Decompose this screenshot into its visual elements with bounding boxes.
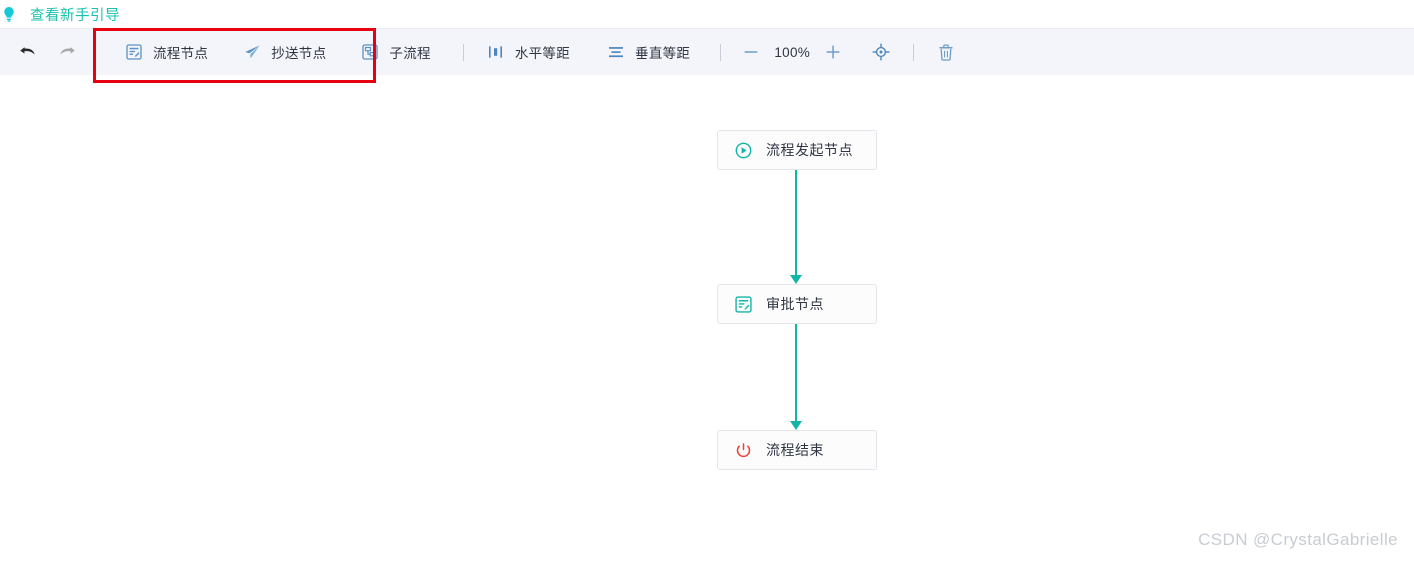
delete-button[interactable]	[932, 38, 960, 66]
add-cc-node-button[interactable]: 抄送节点	[236, 36, 332, 68]
guide-link-label[interactable]: 查看新手引导	[30, 7, 120, 24]
add-sub-flow-button[interactable]: 子流程	[354, 36, 436, 68]
play-circle-icon	[734, 141, 752, 159]
add-process-node-button[interactable]: 流程节点	[118, 36, 214, 68]
guide-bar: 查看新手引导	[0, 0, 1414, 28]
undo-arrow-icon	[19, 47, 35, 55]
add-cc-node-label: 抄送节点	[271, 46, 327, 61]
node-type-group: 流程节点 抄送节点 子流程	[118, 29, 437, 75]
power-off-icon	[734, 441, 752, 459]
watermark: CSDN @CrystalGabrielle	[1198, 530, 1398, 549]
vertical-distribute-icon	[606, 42, 626, 62]
horizontal-distribute-button[interactable]: 水平等距	[480, 36, 576, 68]
vertical-distribute-button[interactable]: 垂直等距	[600, 36, 696, 68]
zoom-in-button[interactable]	[819, 38, 847, 66]
zoom-level-value: 100%	[774, 44, 811, 60]
form-node-icon	[124, 42, 144, 62]
editor-toolbar: 流程节点 抄送节点 子流程	[0, 28, 1414, 75]
connector-arrowhead	[790, 421, 802, 430]
fit-to-screen-button[interactable]	[867, 38, 895, 66]
add-process-node-label: 流程节点	[153, 46, 209, 61]
sub-flow-icon	[360, 42, 380, 62]
plus-icon	[826, 45, 840, 59]
vertical-distribute-label: 垂直等距	[635, 46, 691, 61]
minus-icon	[744, 51, 758, 53]
add-sub-flow-label: 子流程	[389, 46, 431, 61]
flow-node-start[interactable]: 流程发起节点	[717, 130, 877, 170]
history-group	[14, 29, 80, 75]
toolbar-separator-1	[462, 43, 464, 61]
flow-node-end-label: 流程结束	[766, 442, 824, 458]
redo-button[interactable]	[52, 38, 80, 66]
trash-icon	[939, 44, 953, 61]
connector-arrowhead	[790, 275, 802, 284]
redo-arrow-icon	[59, 47, 75, 55]
paper-plane-icon	[242, 42, 262, 62]
toolbar-separator-3	[913, 43, 915, 61]
flow-node-approval[interactable]: 审批节点	[717, 284, 877, 324]
toolbar-separator-2	[720, 43, 722, 61]
zoom-group: 100%	[737, 29, 895, 75]
horizontal-distribute-icon	[486, 42, 506, 62]
horizontal-distribute-label: 水平等距	[514, 46, 571, 61]
zoom-out-button[interactable]	[737, 38, 765, 66]
flow-canvas[interactable]: 流程发起节点 审批节点 流程结束	[0, 75, 1414, 564]
align-group: 水平等距 垂直等距	[480, 29, 696, 75]
crosshair-target-icon	[872, 43, 890, 61]
form-approve-icon	[734, 295, 752, 313]
flow-node-end[interactable]: 流程结束	[717, 430, 877, 470]
undo-button[interactable]	[14, 38, 42, 66]
flow-node-start-label: 流程发起节点	[766, 142, 853, 158]
lightbulb-icon	[0, 5, 18, 23]
flow-node-approval-label: 审批节点	[766, 296, 824, 312]
